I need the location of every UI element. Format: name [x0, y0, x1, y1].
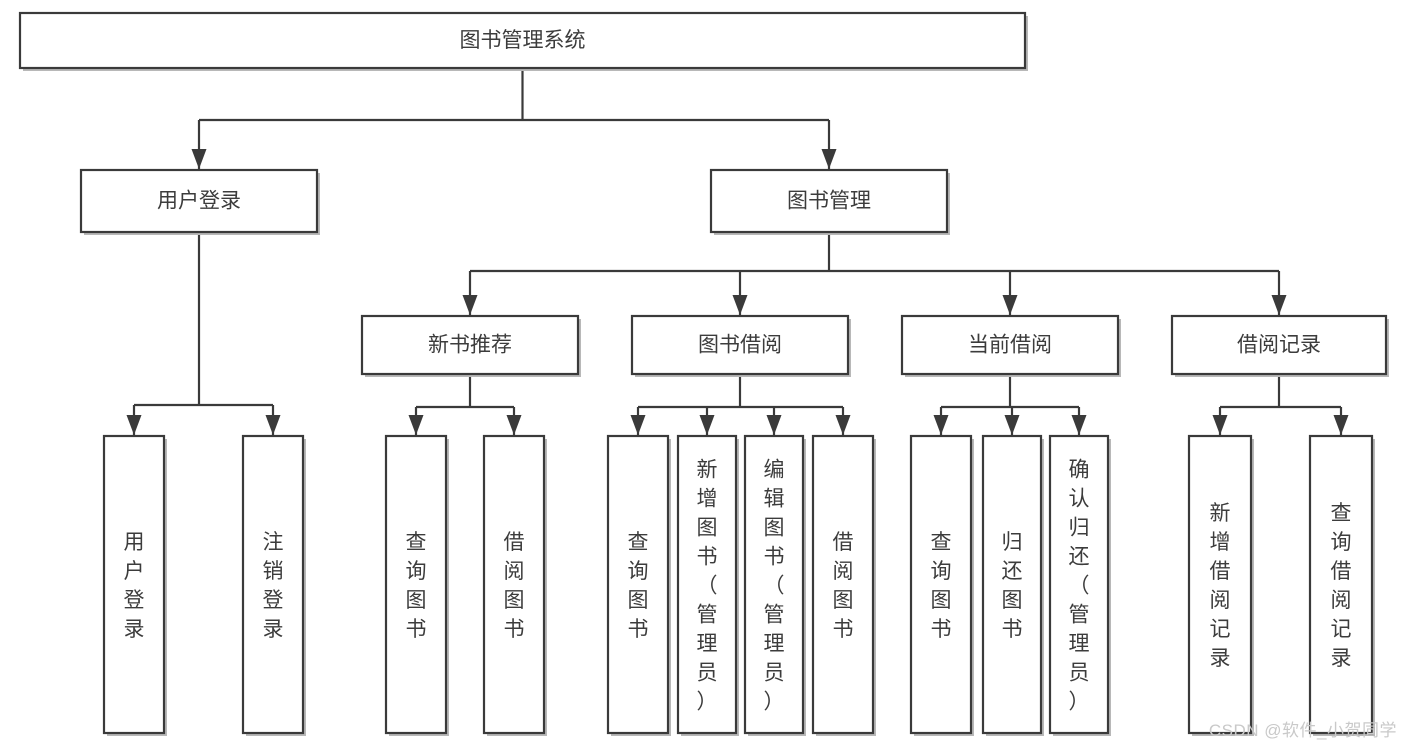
node-book_borrow[interactable]: 图书借阅 — [630, 314, 851, 377]
node-box — [606, 434, 670, 735]
node-label: 用户登录 — [157, 190, 241, 213]
node-leaf_12[interactable]: 新增借阅记录 — [1187, 434, 1254, 736]
node-label: 查询图书 — [931, 531, 952, 641]
node-box — [1048, 434, 1110, 735]
node-label: 借阅记录 — [1237, 334, 1321, 357]
node-leaf_5[interactable]: 查询图书 — [606, 434, 671, 736]
node-box — [79, 168, 319, 234]
node-box — [360, 314, 580, 376]
node-label: 查询借阅记录 — [1331, 502, 1352, 670]
node-leaf_13[interactable]: 查询借阅记录 — [1308, 434, 1375, 736]
node-leaf_7[interactable]: 编辑图书（管理员） — [743, 434, 806, 736]
connector-arrowhead — [933, 415, 949, 435]
node-label: 查询图书 — [628, 531, 649, 641]
node-label: 图书管理系统 — [460, 29, 586, 52]
node-leaf_3[interactable]: 查询图书 — [384, 434, 449, 736]
node-box — [676, 434, 738, 735]
node-label: 新增图书（管理员） — [697, 459, 718, 714]
connector-arrowhead — [835, 415, 851, 435]
node-box — [102, 434, 166, 735]
node-root-book-management-system[interactable]: 图书管理系统 — [18, 11, 1028, 71]
node-box — [1187, 434, 1253, 735]
node-box — [1170, 314, 1388, 376]
node-label: 新增借阅记录 — [1210, 502, 1231, 670]
node-leaf_6[interactable]: 新增图书（管理员） — [676, 434, 739, 736]
node-box — [709, 168, 949, 234]
connector-arrowhead — [1271, 295, 1287, 315]
node-box — [241, 434, 305, 735]
node-current_borrow[interactable]: 当前借阅 — [900, 314, 1121, 377]
node-leaf_9[interactable]: 查询图书 — [909, 434, 974, 736]
connector-arrowhead — [732, 295, 748, 315]
connector-arrowhead — [699, 415, 715, 435]
node-borrow_record[interactable]: 借阅记录 — [1170, 314, 1389, 377]
node-label: 图书借阅 — [698, 334, 782, 357]
node-box — [630, 314, 850, 376]
edges-layer — [126, 68, 1349, 435]
connector-arrowhead — [1002, 295, 1018, 315]
node-label: 查询图书 — [406, 531, 427, 641]
connector-arrowhead — [766, 415, 782, 435]
node-box — [18, 11, 1027, 70]
node-label: 新书推荐 — [428, 334, 512, 357]
connector-arrowhead — [1333, 415, 1349, 435]
node-box — [482, 434, 546, 735]
node-new_book_rec[interactable]: 新书推荐 — [360, 314, 581, 377]
node-label: 注销登录 — [263, 531, 284, 641]
connector-arrowhead — [191, 149, 207, 169]
connector-arrowhead — [1212, 415, 1228, 435]
node-box — [900, 314, 1120, 376]
connector-arrowhead — [1071, 415, 1087, 435]
node-label: 确认归还（管理员） — [1069, 459, 1090, 714]
node-label: 归还图书 — [1002, 531, 1023, 641]
node-leaf_8[interactable]: 借阅图书 — [811, 434, 876, 736]
node-book_mgmt[interactable]: 图书管理 — [709, 168, 950, 235]
node-leaf_2[interactable]: 注销登录 — [241, 434, 306, 736]
node-box — [981, 434, 1043, 735]
node-label: 当前借阅 — [968, 334, 1052, 357]
node-leaf_1[interactable]: 用户登录 — [102, 434, 167, 736]
node-label: 图书管理 — [787, 190, 871, 213]
connector-arrowhead — [1004, 415, 1020, 435]
node-box — [811, 434, 875, 735]
node-label: 用户登录 — [124, 531, 145, 641]
node-box — [384, 434, 448, 735]
node-label: 编辑图书（管理员） — [764, 459, 785, 714]
nodes-layer: 图书管理系统用户登录图书管理新书推荐图书借阅当前借阅借阅记录用户登录注销登录查询… — [18, 11, 1389, 736]
node-box — [909, 434, 973, 735]
node-label: 借阅图书 — [504, 531, 525, 641]
connector-arrowhead — [506, 415, 522, 435]
node-box — [1308, 434, 1374, 735]
connector-arrowhead — [265, 415, 281, 435]
node-leaf_10[interactable]: 归还图书 — [981, 434, 1044, 736]
node-box — [743, 434, 805, 735]
node-leaf_4[interactable]: 借阅图书 — [482, 434, 547, 736]
connector-arrowhead — [462, 295, 478, 315]
connector-arrowhead — [630, 415, 646, 435]
connector-arrowhead — [408, 415, 424, 435]
connector-arrowhead — [126, 415, 142, 435]
node-user_login[interactable]: 用户登录 — [79, 168, 320, 235]
node-label: 借阅图书 — [833, 531, 854, 641]
connector-arrowhead — [821, 149, 837, 169]
node-leaf_11[interactable]: 确认归还（管理员） — [1048, 434, 1111, 736]
